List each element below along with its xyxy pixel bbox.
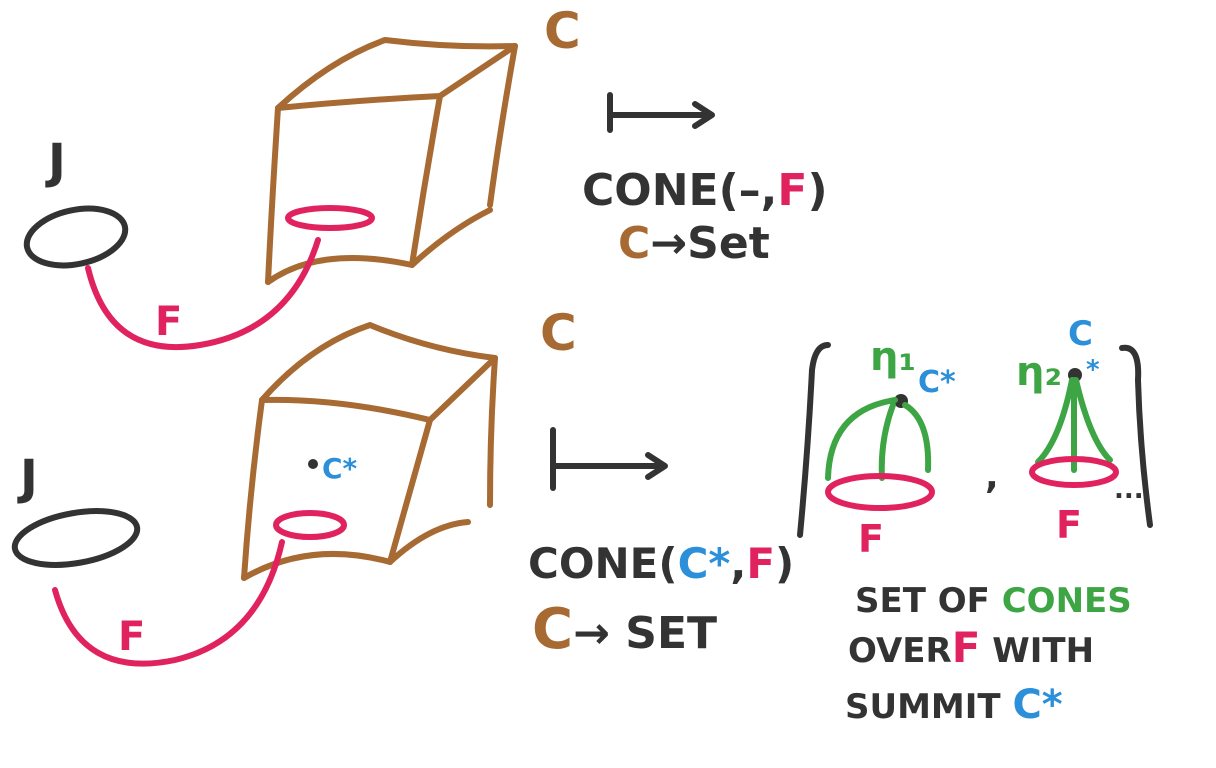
- cone-ellipsis: ...: [1114, 475, 1144, 505]
- bottom-functor-c: C: [532, 597, 573, 662]
- bottom-category-c-cube: [241, 322, 498, 581]
- caption-over: OVER: [848, 631, 952, 671]
- cone-1-base: [825, 473, 935, 511]
- cone-1: η₁ C* F: [825, 334, 956, 561]
- caption-line-1: SET OF CONES: [855, 581, 1132, 621]
- cone-1-leg-right: [902, 402, 932, 473]
- bottom-maps-to-arrow: [550, 427, 668, 491]
- top-category-j-label: J: [45, 134, 66, 190]
- top-maps-to-arrow: [607, 92, 715, 133]
- cone-2-leg-left: [1035, 377, 1075, 465]
- cone-1-leg-left: [825, 397, 898, 481]
- cone-separator: ,: [985, 456, 999, 497]
- caption-set-of: SET OF: [855, 581, 990, 621]
- top-presheaf-expression: C→Set: [618, 218, 770, 269]
- cone-2-f-label: F: [1056, 503, 1082, 547]
- top-presheaf-c: C: [618, 218, 650, 269]
- caption-f: F: [952, 623, 981, 672]
- caption-with: WITH: [992, 631, 1094, 671]
- bottom-cone-comma: ,: [730, 539, 746, 588]
- top-functor-f-arrow: [85, 237, 321, 351]
- cone-2-c-label: C: [1068, 314, 1093, 354]
- top-cone-suffix: ): [807, 165, 827, 216]
- bottom-functor-f-arrow: [52, 539, 285, 667]
- top-cone-expression: CONE(–,F): [582, 165, 828, 216]
- caption-summit: SUMMIT: [845, 687, 1001, 727]
- cone-2: η₂ C * F: [1016, 314, 1119, 547]
- caption-line-3: SUMMIT C*: [845, 682, 1063, 728]
- cone-1-leg-middle: [878, 402, 896, 481]
- top-cone-f: F: [777, 165, 807, 216]
- caption-cones: CONES: [1002, 581, 1132, 621]
- cone-2-leg-right: [1073, 377, 1113, 463]
- bottom-cone-suffix: ): [775, 539, 794, 588]
- caption-cstar: C*: [1012, 682, 1062, 728]
- set-right-brace: [1119, 344, 1153, 528]
- bottom-diagram-image: [273, 510, 347, 540]
- top-category-j-shape: [23, 205, 129, 269]
- top-row: J C F CONE(–,F) C→Set: [23, 2, 828, 351]
- top-category-c-cube: [265, 37, 518, 285]
- cone-2-cstar-mark: *: [1086, 355, 1100, 385]
- cone-1-f-label: F: [858, 517, 884, 561]
- bottom-cone-prefix: CONE(: [528, 539, 678, 588]
- cone-2-eta-label: η₂: [1016, 349, 1062, 395]
- bottom-cone-f: F: [746, 539, 775, 588]
- top-diagram-image: [285, 205, 375, 231]
- bottom-cone-expression: CONE(C*,F): [528, 539, 794, 588]
- bottom-category-j-label: J: [17, 450, 38, 506]
- bottom-cone-cstar: C*: [678, 539, 731, 588]
- cone-1-cstar-label: C*: [918, 365, 956, 400]
- top-category-c-label: C: [544, 2, 581, 60]
- bottom-category-c-label: C: [540, 304, 577, 362]
- set-left-brace: [797, 342, 831, 538]
- bottom-category-j-shape: [11, 508, 141, 568]
- cone-set: η₁ C* F , η₂ C * F: [797, 314, 1153, 561]
- cone-1-eta-label: η₁: [870, 334, 916, 380]
- bottom-row: J C C* F CONE(C*,F) C→ SET: [11, 304, 1153, 728]
- caption-line-2: OVERF WITH: [848, 623, 1094, 672]
- bottom-functor-rest: → SET: [573, 608, 717, 659]
- cone-set-caption: SET OF CONES OVERF WITH SUMMIT C*: [845, 581, 1132, 728]
- cone-2-base: [1029, 456, 1119, 488]
- top-presheaf-rest: →Set: [650, 218, 769, 269]
- bottom-functor-expression: C→ SET: [532, 597, 717, 662]
- cstar-point-icon: [308, 459, 318, 469]
- top-functor-f-label: F: [155, 299, 182, 345]
- bottom-cstar-label: C*: [322, 452, 358, 485]
- top-cone-prefix: CONE(–,: [582, 165, 777, 216]
- bottom-functor-f-label: F: [118, 614, 145, 660]
